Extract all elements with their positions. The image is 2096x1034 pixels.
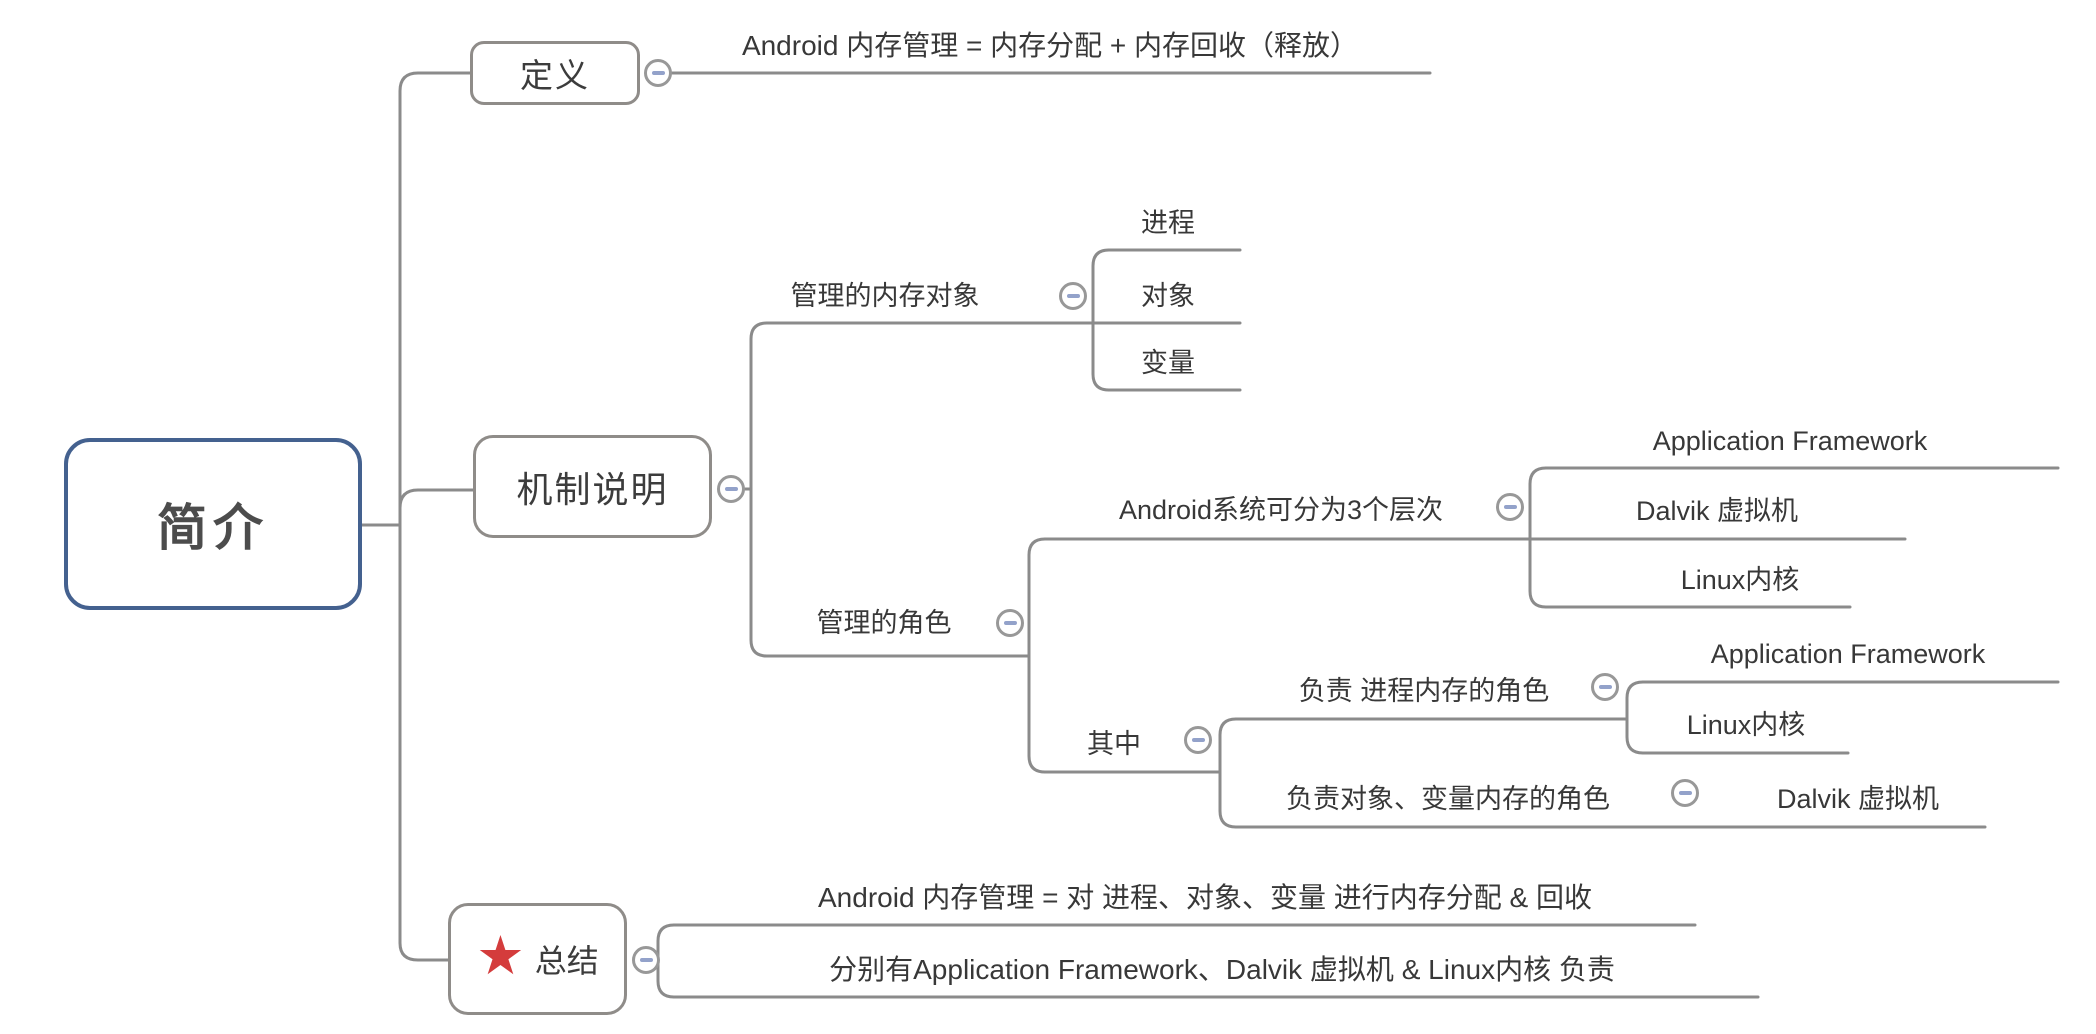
minus-icon: [1503, 505, 1517, 509]
topic-mechanism-label: 机制说明: [516, 468, 669, 510]
topic-summary-label: 总结: [534, 943, 599, 979]
topic-memory-objects[interactable]: 管理的内存对象: [790, 281, 980, 311]
topic-process[interactable]: 进程: [1141, 208, 1195, 238]
topic-mechanism[interactable]: 机制说明: [473, 435, 712, 538]
collapse-among-button[interactable]: [1184, 726, 1212, 754]
topic-summary-child-2[interactable]: 分别有Application Framework、Dalvik 虚拟机 & Li…: [829, 954, 1615, 985]
collapse-summary-button[interactable]: [632, 946, 660, 974]
bracket-memory-objects: [1091, 248, 1111, 392]
topic-definition[interactable]: 定义: [470, 41, 640, 105]
collapse-definition-button[interactable]: [644, 59, 672, 87]
topic-object[interactable]: 对象: [1141, 281, 1195, 311]
topic-dalvik-1[interactable]: Dalvik 虚拟机: [1635, 496, 1799, 526]
collapse-object-role-button[interactable]: [1671, 779, 1699, 807]
minus-icon: [639, 958, 653, 962]
topic-app-framework-2[interactable]: Application Framework: [1710, 639, 1986, 669]
collapse-levels-button[interactable]: [1496, 493, 1524, 521]
bracket-process-role: [1625, 680, 1645, 755]
topic-object-role[interactable]: 负责对象、变量内存的角色: [1286, 784, 1610, 814]
connector-trunk: [398, 71, 472, 962]
minus-icon: [724, 487, 738, 491]
bracket-summary: [656, 923, 676, 999]
collapse-memory-objects-button[interactable]: [1059, 282, 1087, 310]
topic-root[interactable]: 简介: [64, 438, 362, 610]
topic-among[interactable]: 其中: [1087, 729, 1141, 759]
collapse-process-role-button[interactable]: [1591, 673, 1619, 701]
minus-icon: [1066, 294, 1080, 298]
minus-icon: [1191, 738, 1205, 742]
topic-linux-kernel-1[interactable]: Linux内核: [1680, 565, 1800, 595]
topic-dalvik-2[interactable]: Dalvik 虚拟机: [1776, 784, 1940, 814]
topic-linux-kernel-2[interactable]: Linux内核: [1686, 710, 1806, 740]
topic-levels[interactable]: Android系统可分为3个层次: [1118, 495, 1444, 525]
topic-roles[interactable]: 管理的角色: [816, 608, 952, 638]
collapse-mechanism-button[interactable]: [717, 475, 745, 503]
bracket-among: [1218, 717, 1238, 829]
bracket-roles: [1027, 537, 1047, 774]
bracket-mechanism: [749, 321, 769, 658]
topic-app-framework-1[interactable]: Application Framework: [1652, 426, 1928, 456]
topic-summary-child-1[interactable]: Android 内存管理 = 对 进程、对象、变量 进行内存分配 & 回收: [818, 882, 1592, 913]
topic-definition-child[interactable]: Android 内存管理 = 内存分配 + 内存回收（释放）: [741, 30, 1359, 61]
minus-icon: [1598, 685, 1612, 689]
topic-definition-label: 定义: [520, 57, 590, 94]
minus-icon: [1003, 621, 1017, 625]
topic-variable[interactable]: 变量: [1141, 348, 1195, 378]
topic-process-role[interactable]: 负责 进程内存的角色: [1298, 676, 1550, 706]
bracket-levels: [1528, 466, 1548, 609]
connector-trunk-mechanism: [398, 488, 475, 510]
star-icon: ★: [476, 926, 525, 986]
collapse-roles-button[interactable]: [996, 609, 1024, 637]
minus-icon: [1678, 791, 1692, 795]
topic-root-label: 简介: [157, 500, 269, 556]
topic-summary[interactable]: ★ 总结: [448, 903, 627, 1015]
minus-icon: [651, 71, 665, 75]
